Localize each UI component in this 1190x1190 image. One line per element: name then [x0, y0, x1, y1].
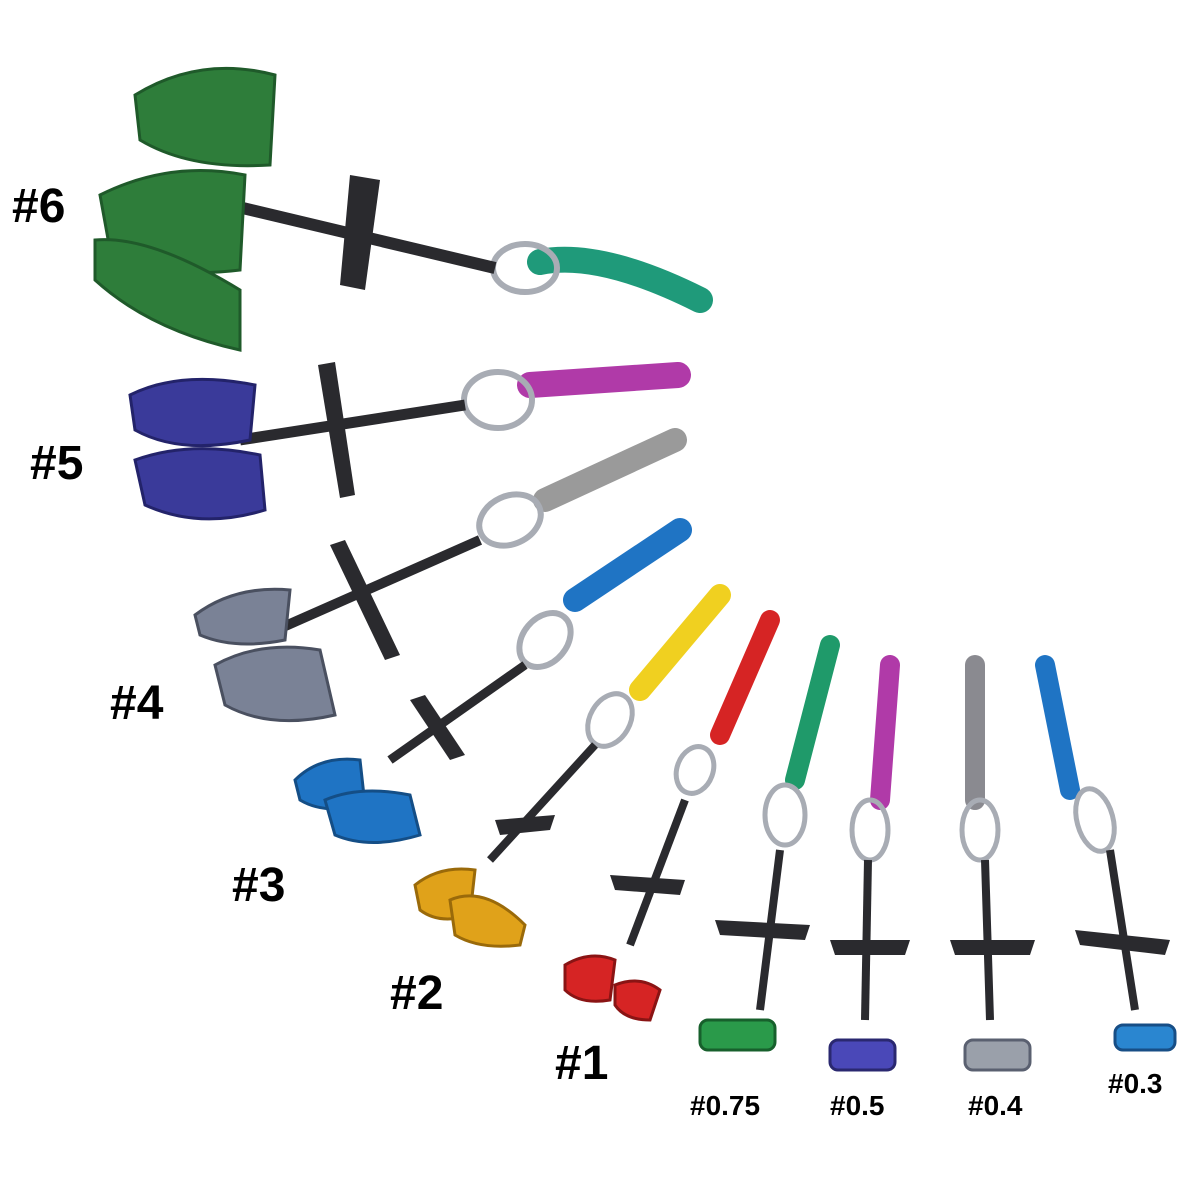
lobe-3b: [323, 789, 422, 844]
label-cam-4: #4: [110, 677, 164, 730]
cam-05-device: [828, 655, 910, 1072]
label-cam-05: #0.5: [830, 1090, 885, 1121]
lobes-04: [963, 1038, 1032, 1072]
sling-1: [710, 610, 780, 745]
lobe-2b: [448, 894, 527, 948]
wire-loop-04: [959, 797, 1001, 863]
stem-2: [487, 742, 598, 863]
lobe-5b: [133, 447, 267, 521]
sling-3: [563, 518, 692, 612]
cam-2-device: [413, 584, 731, 948]
label-cam-6: #6: [12, 180, 66, 233]
lobes-03: [1113, 1023, 1177, 1052]
sling-4: [533, 428, 687, 512]
wire-loop-3: [516, 610, 574, 670]
trigger-2: [495, 815, 555, 835]
stem-5: [239, 399, 466, 446]
wire-loop-03: [1073, 786, 1117, 854]
trigger-04: [950, 940, 1035, 955]
trigger-1: [610, 875, 685, 895]
lobe-6a: [133, 66, 277, 168]
trigger-3: [410, 695, 465, 760]
cam-04-device: [950, 655, 1035, 1072]
lobe-1a: [563, 954, 617, 1003]
sling-05: [870, 655, 900, 810]
lobes-075: [698, 1018, 777, 1052]
wire-loop-5: [461, 369, 535, 431]
wire-loop-05: [849, 797, 891, 863]
wire-loop-1: [673, 744, 717, 796]
cam-6-device: [93, 66, 713, 352]
label-cam-3: #3: [232, 859, 286, 912]
cam-1-device: [563, 610, 780, 1022]
cam-4-device: [193, 428, 687, 723]
label-cam-075: #0.75: [690, 1090, 761, 1121]
lobe-6c: [93, 238, 242, 352]
cam-3-device: [293, 518, 692, 844]
wire-loop-4: [476, 491, 544, 549]
trigger-5: [318, 362, 355, 498]
label-cam-1: #1: [555, 1037, 609, 1090]
stem-03: [1106, 849, 1139, 1011]
wire-loop-075: [762, 782, 808, 848]
wire-loop-2: [585, 691, 635, 749]
label-cam-2: #2: [390, 967, 444, 1020]
sling-5: [517, 362, 691, 398]
cam-5-device: [128, 362, 691, 521]
trigger-075: [715, 920, 810, 940]
stem-4: [262, 535, 483, 640]
lobe-1b: [613, 979, 662, 1022]
stem-3: [387, 661, 528, 764]
lobe-5a: [128, 377, 257, 448]
lobes-05: [828, 1038, 897, 1072]
sling-075: [785, 635, 840, 790]
sling-03: [1035, 655, 1080, 800]
lobe-4a: [193, 587, 292, 646]
trigger-03: [1075, 930, 1170, 955]
label-cam-03: #0.3: [1108, 1068, 1163, 1099]
trigger-05: [830, 940, 910, 955]
trigger-4: [330, 540, 400, 660]
label-cam-5: #5: [30, 437, 84, 490]
cam-075-device: [698, 635, 840, 1052]
trigger-6: [340, 175, 380, 290]
stem-1: [626, 798, 689, 947]
sling-6: [527, 246, 713, 313]
sling-2: [629, 584, 731, 701]
lobe-4b: [213, 645, 337, 723]
label-cam-04: #0.4: [968, 1090, 1023, 1121]
cam-03-device: [1035, 655, 1177, 1052]
